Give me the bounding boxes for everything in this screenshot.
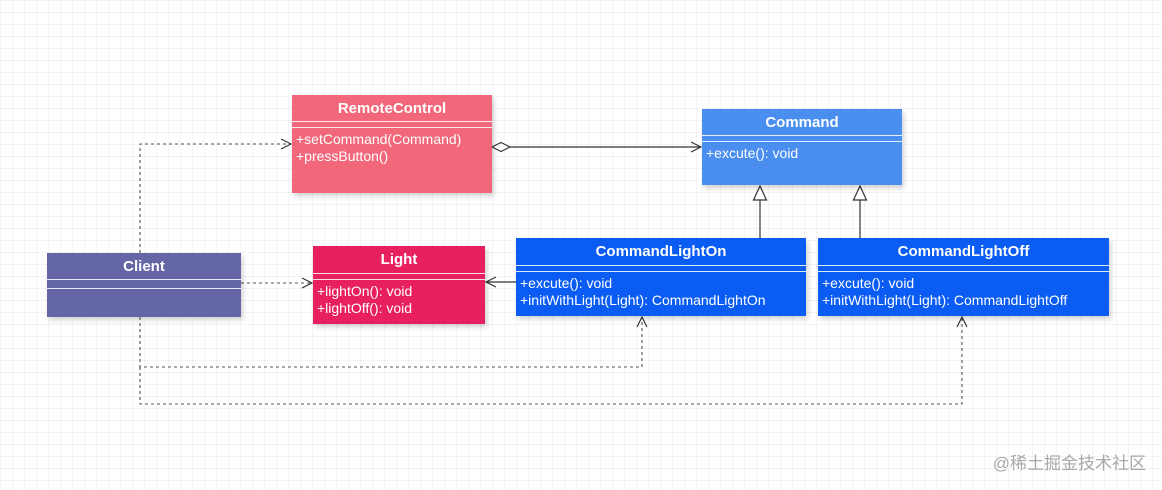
operation: +pressButton() <box>296 148 389 164</box>
dependency-client-cmdoff <box>139 317 962 405</box>
class-command[interactable]: Command +excute(): void <box>702 109 902 185</box>
operation: +initWithLight(Light): CommandLightOff <box>822 292 1068 308</box>
attributes-compartment <box>313 274 485 280</box>
class-name: Light <box>313 246 485 274</box>
dependency-client-cmdon <box>139 317 642 368</box>
attributes-compartment <box>516 266 806 272</box>
operation: +excute(): void <box>706 145 799 161</box>
class-name: Client <box>47 253 241 280</box>
class-name: RemoteControl <box>292 95 492 122</box>
operation: +setCommand(Command) <box>296 131 462 147</box>
class-name: CommandLightOff <box>818 238 1109 266</box>
class-commandlighton[interactable]: CommandLightOn +excute(): void +initWith… <box>516 238 806 316</box>
class-name: CommandLightOn <box>516 238 806 266</box>
attributes-compartment <box>47 280 241 289</box>
operations-compartment: +excute(): void +initWithLight(Light): C… <box>516 272 806 309</box>
operations-compartment: +lightOn(): void +lightOff(): void <box>313 280 485 317</box>
operation: +initWithLight(Light): CommandLightOn <box>520 292 766 308</box>
operation: +lightOff(): void <box>317 300 413 316</box>
class-client[interactable]: Client <box>47 253 241 317</box>
class-light[interactable]: Light +lightOn(): void +lightOff(): void <box>313 246 485 324</box>
class-name: Command <box>702 109 902 136</box>
operation: +excute(): void <box>520 275 613 291</box>
class-commandlightoff[interactable]: CommandLightOff +excute(): void +initWit… <box>818 238 1109 316</box>
attributes-compartment <box>818 266 1109 272</box>
operations-compartment: +excute(): void +initWithLight(Light): C… <box>818 272 1109 309</box>
class-remotecontrol[interactable]: RemoteControl +setCommand(Command) +pres… <box>292 95 492 193</box>
operation: +lightOn(): void <box>317 283 413 299</box>
operations-compartment <box>47 289 241 292</box>
attributes-compartment <box>702 136 902 142</box>
dependency-client-remote <box>139 144 291 253</box>
watermark: @稀土掘金技术社区 <box>992 454 1146 473</box>
operations-compartment: +excute(): void <box>702 142 902 162</box>
operations-compartment: +setCommand(Command) +pressButton() <box>292 128 492 165</box>
operation: +excute(): void <box>822 275 915 291</box>
attributes-compartment <box>292 122 492 128</box>
